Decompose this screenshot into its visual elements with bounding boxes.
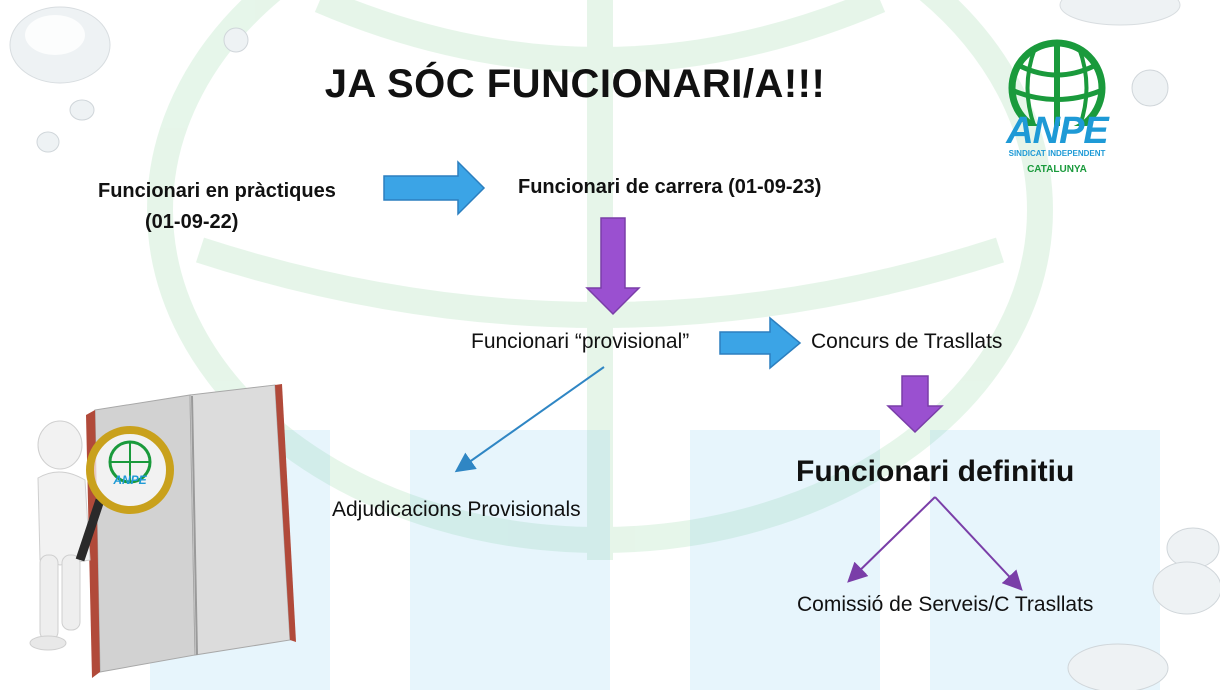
arrow-carrera-to-provisional [585,217,641,316]
node-funcionari-practiques: Funcionari en pràctiques (01-09-22) [98,176,336,238]
arrow-concurs-to-definitiu [886,375,944,434]
node-practiques-line2: (01-09-22) [145,211,239,233]
line-definitiu-to-comissio-right [934,496,1023,591]
line-provisional-to-adjudicacions [454,366,605,473]
logo-region: CATALUNYA [1027,164,1087,175]
node-practiques-line1: Funcionari en pràctiques [98,180,336,202]
node-comissio-serveis: Comissió de Serveis/C Trasllats [797,593,1094,616]
node-concurs-trasllats: Concurs de Trasllats [811,330,1003,353]
logo-tagline: SINDICAT INDEPENDENT [1008,149,1106,158]
page-title: JA SÓC FUNCIONARI/A!!! [324,62,826,106]
node-funcionari-provisional: Funcionari “provisional” [471,330,690,353]
arrow-provisional-to-concurs [719,316,802,370]
anpe-logo: ANPE SINDICAT INDEPENDENT CATALUNYA [990,36,1124,182]
node-funcionari-definitiu: Funcionari definitiu [796,455,1075,488]
line-definitiu-to-comissio-left [847,496,936,583]
node-funcionari-carrera: Funcionari de carrera (01-09-23) [518,176,822,198]
arrow-practiques-to-carrera [383,160,486,216]
person-figure-icon [29,420,91,651]
magnifying-glass-icon: ANPE [75,426,174,562]
node-adjudicacions-provisionals: Adjudicacions Provisionals [332,498,581,521]
water-drops-decoration [9,0,1220,690]
logo-name: ANPE [1006,110,1109,152]
magnifier-logo-text: ANPE [112,473,147,487]
watermark-globe-icon [147,0,1053,553]
globe-icon [1008,39,1106,126]
